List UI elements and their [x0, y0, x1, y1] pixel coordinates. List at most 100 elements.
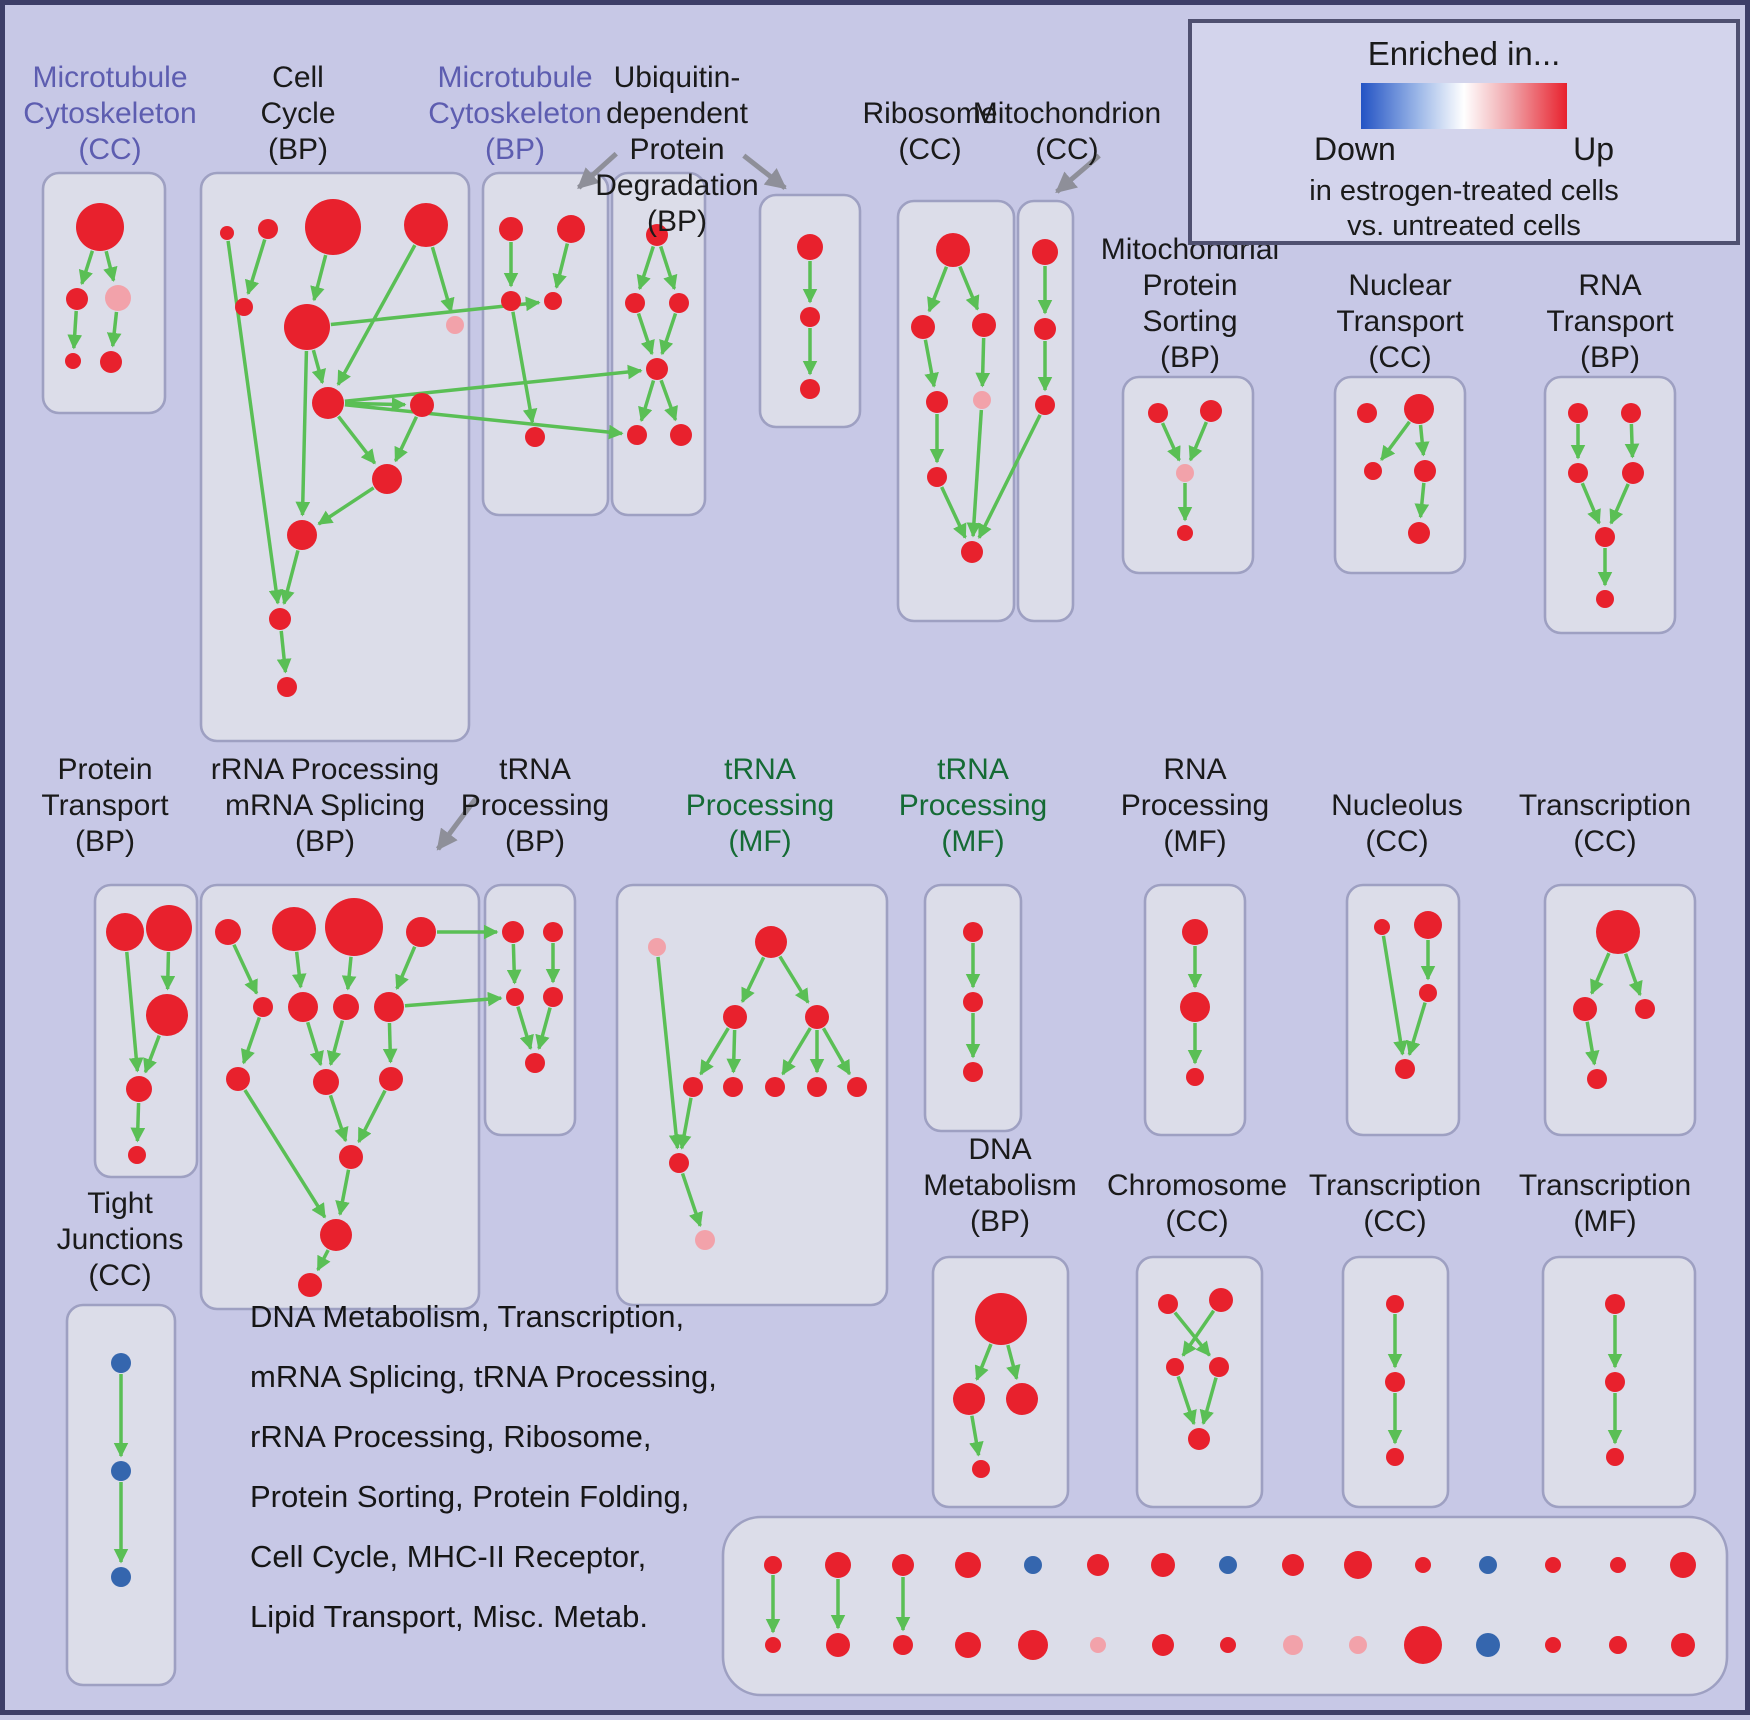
- legend-scale-labels: Down Up: [1314, 131, 1614, 168]
- edge-arrow: [244, 238, 267, 296]
- edge-arrow: [341, 956, 357, 991]
- go-term-node: [111, 1567, 131, 1587]
- go-term-node: [325, 898, 383, 956]
- edge-arrow: [1173, 1311, 1211, 1357]
- edge-arrow: [975, 337, 991, 388]
- cluster-label-mitochondrion-cc: Mitochondrion(CC): [973, 97, 1161, 166]
- go-term-node: [892, 1554, 914, 1576]
- go-term-node: [1148, 403, 1168, 423]
- go-term-node: [955, 1632, 981, 1658]
- cluster-label-ribosome-cc: Ribosome(CC): [862, 97, 997, 166]
- go-term-node: [1545, 1637, 1561, 1653]
- edge-arrow: [1623, 953, 1643, 997]
- go-term-node: [1605, 1372, 1625, 1392]
- go-term-node: [1349, 1636, 1367, 1654]
- go-term-node: [287, 520, 317, 550]
- edge-arrow: [232, 943, 259, 995]
- go-term-node: [320, 1219, 352, 1251]
- go-term-node: [404, 203, 448, 247]
- go-term-node: [288, 992, 318, 1022]
- go-term-node: [683, 1077, 703, 1097]
- edge-arrow: [726, 1029, 742, 1074]
- go-term-node: [1006, 1383, 1038, 1415]
- go-term-node: [955, 1552, 981, 1578]
- go-term-node: [235, 298, 253, 316]
- go-term-node: [797, 234, 823, 260]
- misc-cluster-description: DNA Metabolism, Transcription, mRNA Spli…: [250, 1287, 717, 1647]
- go-term-node: [847, 1077, 867, 1097]
- go-term-node: [1024, 1556, 1042, 1574]
- edge-arrow: [317, 486, 375, 526]
- go-term-node: [1087, 1554, 1109, 1576]
- go-term-node: [926, 391, 948, 413]
- edge-arrow: [103, 250, 118, 282]
- go-term-node: [800, 379, 820, 399]
- edge-arrow: [740, 956, 766, 1003]
- go-term-node: [1568, 463, 1588, 483]
- cluster-box-trna-processing-mf-large: [615, 883, 889, 1307]
- go-term-node: [406, 917, 436, 947]
- go-term-node: [1090, 1637, 1106, 1653]
- go-term-node: [312, 387, 344, 419]
- go-term-node: [1177, 525, 1193, 541]
- edge-arrow: [1406, 1002, 1427, 1057]
- go-term-node: [1151, 1553, 1175, 1577]
- go-term-node: [1018, 1630, 1048, 1660]
- edge-arrow: [940, 486, 967, 539]
- edge-arrow: [923, 339, 939, 388]
- edge-arrow: [276, 630, 292, 674]
- go-term-node: [723, 1077, 743, 1097]
- edge-arrow: [659, 379, 678, 422]
- edge-arrow: [143, 1034, 161, 1074]
- go-term-node: [669, 1153, 689, 1173]
- go-term-node: [333, 994, 359, 1020]
- go-term-node: [106, 913, 144, 951]
- legend-subtitle-line-2: vs. untreated cells: [1347, 210, 1581, 242]
- edge-arrow: [326, 1020, 345, 1067]
- go-term-node: [800, 307, 820, 327]
- edge-arrow: [1414, 482, 1430, 519]
- edge-arrow: [1379, 420, 1411, 461]
- go-term-node: [499, 217, 523, 241]
- edge-arrow: [316, 1249, 331, 1272]
- go-term-node: [805, 1005, 829, 1029]
- go-term-node: [893, 1635, 913, 1655]
- go-term-node: [1180, 992, 1210, 1022]
- cluster-box-misc-cluster: [721, 1515, 1729, 1697]
- go-term-node: [269, 608, 291, 630]
- edge-arrow: [977, 414, 1042, 539]
- misc-text-line-3: rRNA Processing, Ribosome,: [250, 1419, 652, 1454]
- go-term-node: [298, 1273, 322, 1297]
- edge-arrow: [125, 951, 144, 1073]
- go-term-node: [374, 992, 404, 1022]
- edge-arrow: [742, 153, 787, 190]
- edge-arrow: [295, 350, 311, 517]
- go-term-node: [1635, 999, 1655, 1019]
- edge-arrow: [404, 991, 503, 1008]
- go-term-node: [669, 293, 689, 313]
- go-term-node: [807, 1077, 827, 1097]
- go-term-node: [1606, 1448, 1624, 1466]
- go-term-node: [953, 1383, 985, 1415]
- go-term-node: [1220, 1637, 1236, 1653]
- edge-arrow: [430, 246, 455, 313]
- edge-arrow: [552, 243, 570, 289]
- cluster-label-chromosome-cc: Chromosome(CC): [1107, 1169, 1287, 1238]
- misc-text-line-5: Cell Cycle, MHC-II Receptor,: [250, 1539, 647, 1574]
- misc-text-line-2: mRNA Splicing, tRNA Processing,: [250, 1359, 717, 1394]
- go-term-node: [128, 1146, 146, 1164]
- edge-arrow: [291, 951, 307, 989]
- edge-arrow: [393, 416, 419, 463]
- edge-arrow: [778, 955, 810, 1004]
- go-term-node: [111, 1353, 131, 1373]
- go-term-node: [1596, 590, 1614, 608]
